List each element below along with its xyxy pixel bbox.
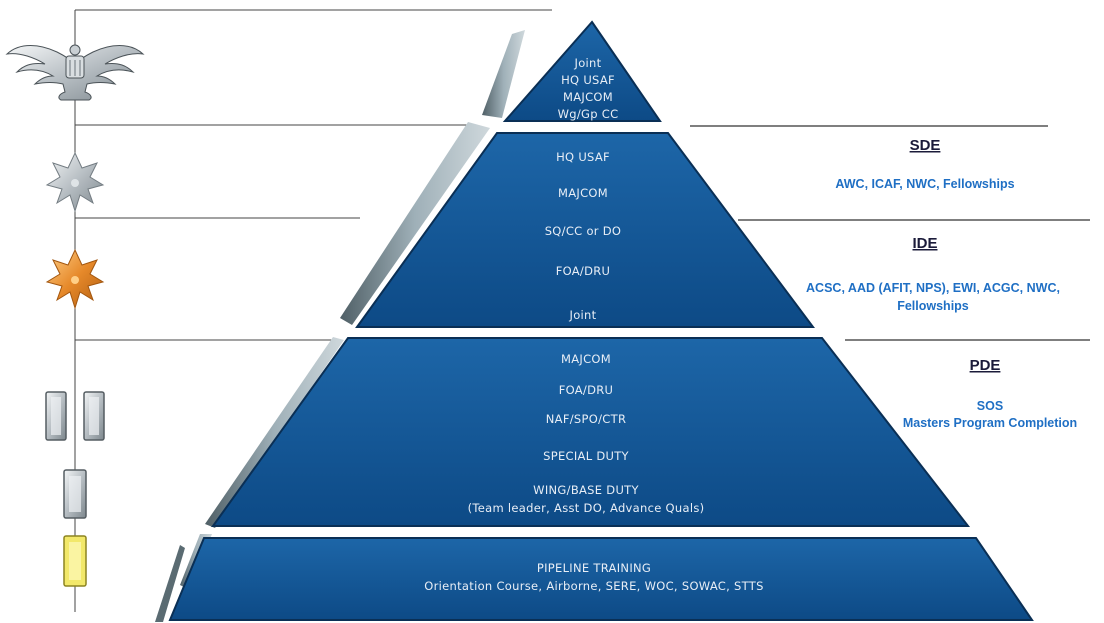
tier3-label-foa-dru: FOA/DRU <box>559 383 614 397</box>
pyramid-side-faces <box>155 30 525 622</box>
tier1-label-hq-usaf: HQ USAF <box>561 73 615 87</box>
ide-programs-line2: Fellowships <box>897 299 969 313</box>
sde-heading: SDE <box>910 137 941 154</box>
sde-programs: AWC, ICAF, NWC, Fellowships <box>835 177 1014 191</box>
colonel-eagle-icon <box>5 44 145 101</box>
tier4-label-courses: Orientation Course, Airborne, SERE, WOC,… <box>424 579 763 593</box>
tier2-label-joint: Joint <box>569 308 597 322</box>
tier1-label-joint: Joint <box>574 56 602 70</box>
tier2-label-hq-usaf: HQ USAF <box>556 150 610 164</box>
captain-bars-icon <box>45 391 105 441</box>
pde-masters-program: Masters Program Completion <box>903 416 1077 430</box>
education-divider-lines <box>690 125 1090 341</box>
tier3-label-naf-spo-ctr: NAF/SPO/CTR <box>546 412 626 426</box>
pyramid-tier-3 <box>211 337 971 527</box>
tier1-label-majcom: MAJCOM <box>563 90 613 104</box>
tier4-label-pipeline-training: PIPELINE TRAINING <box>537 561 651 575</box>
second-lieutenant-bar-icon <box>63 535 87 587</box>
ide-heading: IDE <box>912 235 937 252</box>
first-lieutenant-bar-icon <box>63 469 87 519</box>
tier2-label-majcom: MAJCOM <box>558 186 608 200</box>
tier3-label-majcom: MAJCOM <box>561 352 611 366</box>
tier3-label-wing-base-duty: WING/BASE DUTY <box>533 483 639 497</box>
pde-heading: PDE <box>970 357 1001 374</box>
pyramid-tier-4 <box>168 537 1034 621</box>
major-gold-leaf-icon <box>45 248 105 310</box>
tier1-label-wg-gp-cc: Wg/Gp CC <box>558 107 619 121</box>
tier3-label-team-leader: (Team leader, Asst DO, Advance Quals) <box>468 501 705 515</box>
pde-sos: SOS <box>977 399 1003 413</box>
pyramid-tier-2 <box>355 132 815 328</box>
tier3-label-special-duty: SPECIAL DUTY <box>543 449 629 463</box>
lieutenant-colonel-silver-leaf-icon <box>45 151 105 213</box>
tier2-label-sq-cc: SQ/CC or DO <box>545 224 622 238</box>
tier2-label-foa-dru: FOA/DRU <box>556 264 611 278</box>
ide-programs-line1: ACSC, AAD (AFIT, NPS), EWI, ACGC, NWC, <box>806 281 1060 295</box>
pyramid-tier-1 <box>502 20 662 122</box>
